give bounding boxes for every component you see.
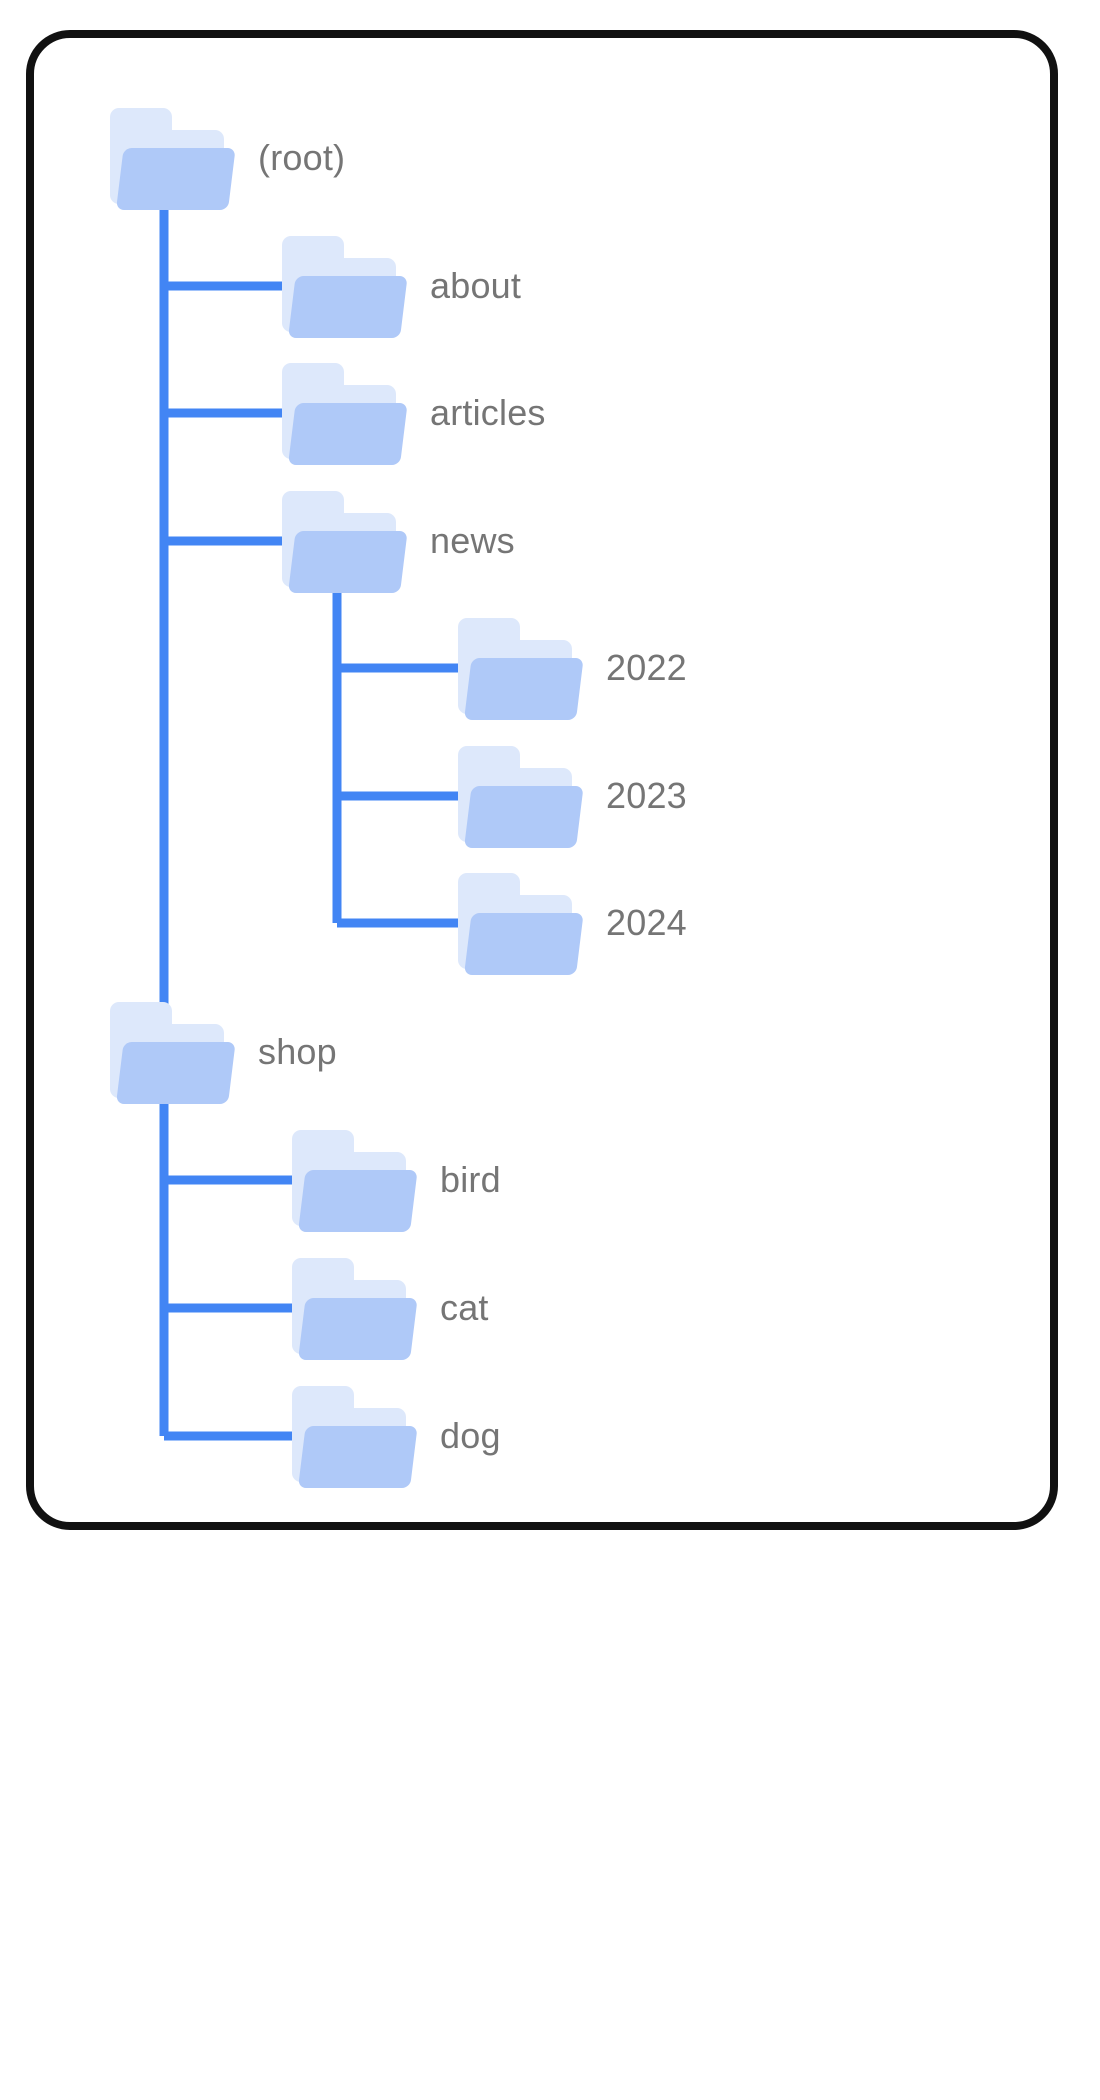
tree-node-dog[interactable]: dog [290, 1384, 501, 1488]
tree-node-label: 2022 [606, 647, 687, 688]
tree-node-bird[interactable]: bird [290, 1128, 501, 1232]
tree-node-cat[interactable]: cat [290, 1256, 489, 1360]
folder-icon [280, 361, 408, 465]
tree-node-label: cat [440, 1287, 489, 1328]
tree-node-news-2022[interactable]: 2022 [456, 616, 687, 720]
diagram-card: (root) about articles news [26, 30, 1058, 1530]
tree-node-label: news [430, 520, 515, 561]
folder-icon [456, 744, 584, 848]
folder-icon [280, 489, 408, 593]
folder-icon [290, 1384, 418, 1488]
tree-node-news[interactable]: news [280, 489, 515, 593]
folder-icon [108, 106, 236, 210]
folder-icon [456, 871, 584, 975]
tree-node-label: shop [258, 1031, 337, 1072]
tree-node-label: about [430, 265, 522, 306]
tree-node-articles[interactable]: articles [280, 361, 546, 465]
tree-node-about[interactable]: about [280, 234, 521, 338]
folder-icon [290, 1256, 418, 1360]
folder-icon [290, 1128, 418, 1232]
tree-node-label: bird [440, 1159, 501, 1200]
tree-node-label: articles [430, 392, 546, 433]
tree-node-label: 2023 [606, 775, 687, 816]
tree-node-label: (root) [258, 137, 346, 178]
tree-node-root[interactable]: (root) [108, 106, 345, 210]
folder-icon [280, 234, 408, 338]
tree-node-label: 2024 [606, 902, 687, 943]
folder-icon [108, 1000, 236, 1104]
tree-node-news-2023[interactable]: 2023 [456, 744, 687, 848]
tree-canvas: (root) about articles news [34, 38, 1050, 1522]
folder-icon [456, 616, 584, 720]
tree-node-news-2024[interactable]: 2024 [456, 871, 687, 975]
tree-node-shop[interactable]: shop [108, 1000, 337, 1104]
tree-node-label: dog [440, 1415, 501, 1456]
